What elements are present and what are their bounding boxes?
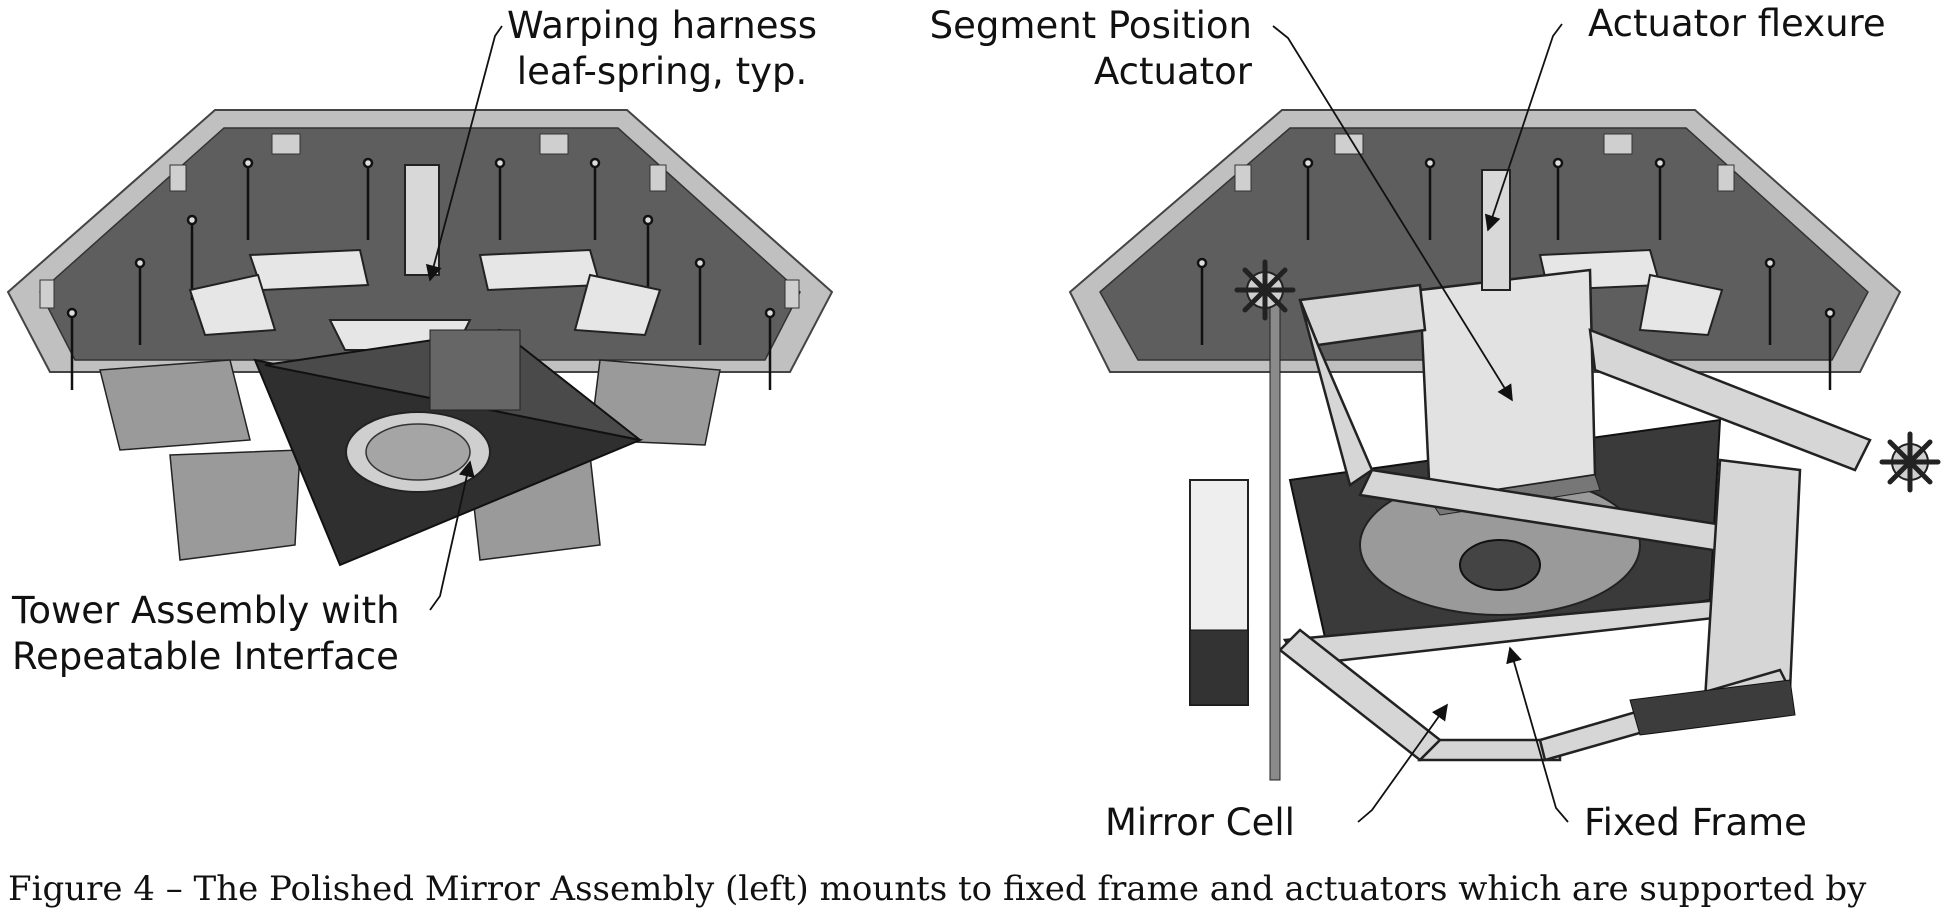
leader-fixed-frame bbox=[1506, 646, 1569, 823]
label-warping-harness-line1: Warping harness bbox=[507, 4, 818, 47]
left-mirror-assembly bbox=[6, 109, 834, 567]
leader-tower-assembly bbox=[429, 460, 475, 611]
label-tower-assembly-line2: Repeatable Interface bbox=[12, 635, 399, 678]
left-central-post bbox=[404, 164, 440, 276]
actuator-box bbox=[1418, 268, 1597, 502]
leader-mirror-cell bbox=[1357, 703, 1448, 823]
label-mirror-cell: Mirror Cell bbox=[1105, 801, 1295, 844]
label-tower-assembly: Tower Assembly with Repeatable Interface bbox=[12, 588, 400, 680]
leader-warping-harness bbox=[425, 25, 503, 282]
label-warping-harness: Warping harness leaf-spring, typ. bbox=[507, 3, 817, 95]
figure-caption: Figure 4 – The Polished Mirror Assembly … bbox=[8, 869, 1867, 909]
label-segment-position-actuator-line1: Segment Position bbox=[929, 4, 1252, 47]
leader-segment-actuator bbox=[1272, 25, 1513, 402]
right-mirror-assembly bbox=[1068, 109, 1941, 781]
label-actuator-flexure: Actuator flexure bbox=[1588, 2, 1886, 45]
label-segment-position-actuator: Segment Position Actuator bbox=[920, 3, 1252, 95]
label-fixed-frame: Fixed Frame bbox=[1584, 801, 1807, 844]
label-segment-position-actuator-line2: Actuator bbox=[1094, 50, 1252, 93]
leader-lines bbox=[425, 23, 1569, 823]
label-warping-harness-line2: leaf-spring, typ. bbox=[516, 50, 808, 93]
label-tower-assembly-line1: Tower Assembly with bbox=[12, 589, 400, 632]
leader-actuator-flexure bbox=[1484, 23, 1563, 232]
